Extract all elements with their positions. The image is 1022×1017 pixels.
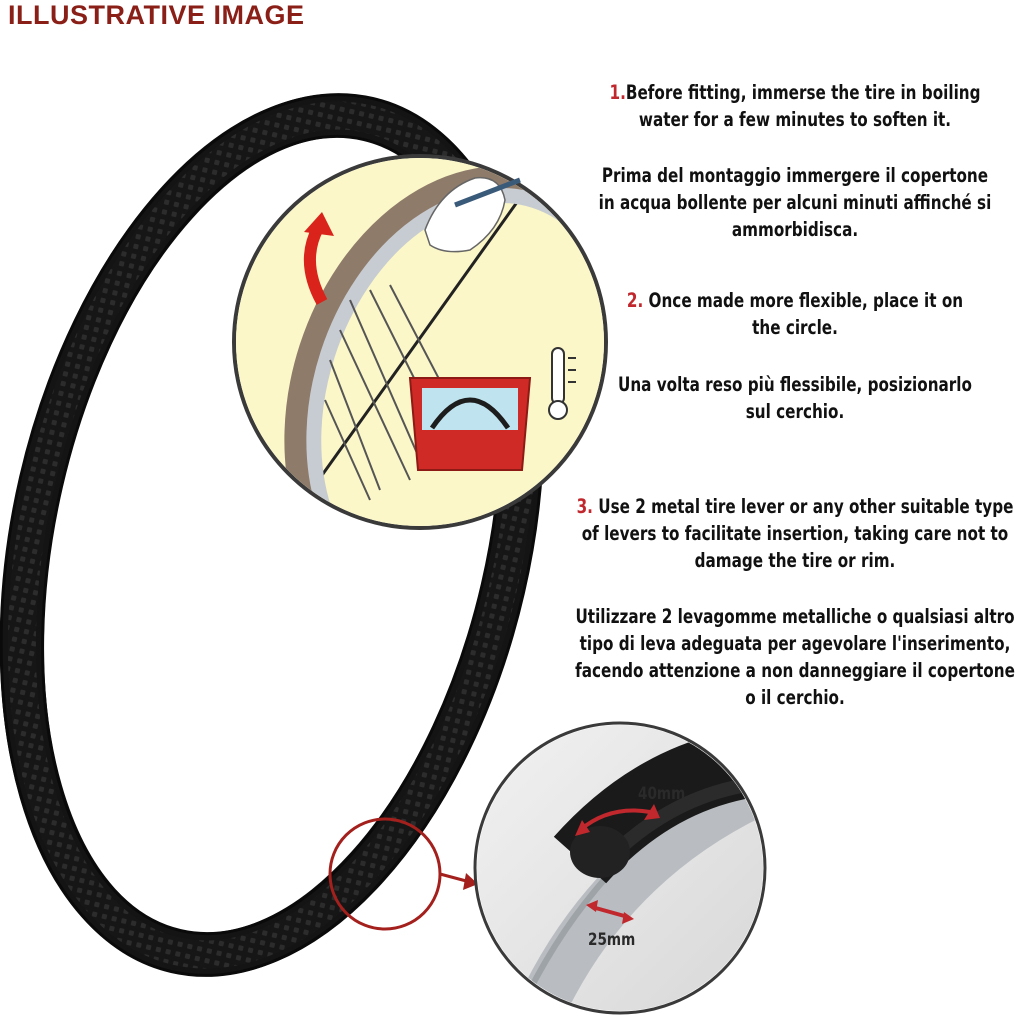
thermometer-icon [548, 347, 576, 420]
water-basin-icon [408, 377, 532, 471]
step-3-number: 3. [576, 495, 593, 518]
illustrative-image-label: ILLUSTRATIVE IMAGE [8, 0, 305, 30]
step-2-italian: Una volta reso più flessibile, posiziona… [618, 373, 972, 423]
step-1-english-text: Before fitting, immerse the tire in boil… [625, 81, 981, 131]
step-2-english: 2. Once made more flexible, place it on … [612, 287, 979, 341]
step-1-italian: Prima del montaggio immergere il coperto… [598, 164, 992, 241]
zoom-arrow-icon [463, 873, 478, 890]
step-1-number: 1. [609, 81, 626, 104]
hand-icon [424, 176, 506, 253]
step-2-english-text: Once made more flexible, place it on the… [648, 289, 964, 339]
tire-width-label: 40mm [638, 784, 686, 804]
rim-width-label: 25mm [588, 930, 636, 950]
step-3-english-text: Use 2 metal tire lever or any other suit… [581, 495, 1014, 572]
tire-profile-closeup [473, 721, 767, 1015]
tire-image [0, 93, 545, 977]
step-3-italian: Utilizzare 2 levagomme metalliche o qual… [575, 605, 1015, 709]
step-2-number: 2. [626, 289, 644, 312]
curved-arrow-icon [303, 225, 328, 305]
tire-lever-icon [454, 177, 521, 208]
tire-fitting-illustration [232, 154, 608, 530]
step-3-english: 3. Use 2 metal tire lever or any other s… [573, 493, 1018, 574]
step-1-english: 1.Before fitting, immerse the tire in bo… [592, 79, 998, 133]
